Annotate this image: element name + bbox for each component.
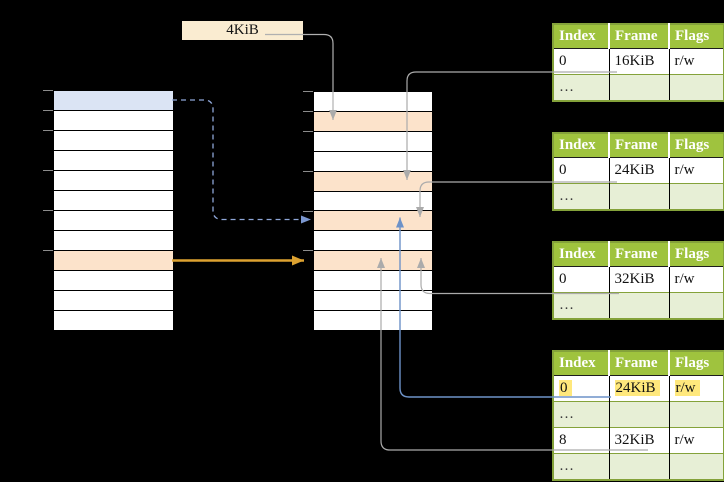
table-row: … (553, 183, 724, 210)
table-cell: 0 (553, 375, 610, 402)
table-row: … (553, 401, 724, 428)
virtual-address-tick (43, 90, 53, 91)
physical-address-tick (303, 110, 313, 112)
table-cell: 16KiB (609, 48, 670, 75)
highlighted-value: 24KiB (614, 380, 660, 396)
physical-row-1 (314, 92, 432, 112)
virtual-row-12 (54, 311, 173, 330)
table-row: … (553, 292, 724, 319)
virtual-address-tick (43, 110, 53, 111)
physical-address-tick (303, 210, 313, 212)
virtual-row-9 (54, 251, 173, 271)
virtual-address-tick (43, 130, 53, 131)
table-cell: r/w (669, 376, 724, 402)
virtual-row-4 (54, 151, 173, 171)
table-cell: … (553, 292, 610, 319)
column-header-frame: Frame (609, 133, 670, 158)
table-cell (609, 74, 670, 101)
table-cell (609, 292, 670, 319)
table-cell: r/w (674, 53, 695, 69)
table-cell: … (553, 401, 610, 428)
table-cell (669, 453, 724, 480)
physical-row-8 (314, 231, 432, 252)
highlighted-value: 0 (559, 380, 572, 396)
table-cell: … (553, 453, 610, 480)
virtual-row-6 (54, 191, 173, 211)
table-cell: 0 (553, 48, 610, 75)
virtual-row-11 (54, 291, 173, 311)
virtual-row-3 (54, 131, 173, 151)
physical-row-5 (314, 171, 432, 192)
column-header-index: Index (553, 242, 610, 267)
virtual-row-5 (54, 171, 173, 191)
column-header-frame: Frame (609, 242, 670, 267)
physical-memory-column (313, 91, 433, 331)
table-cell: r/w (674, 271, 695, 287)
arrow-virtual-blue-dashed (172, 99, 311, 224)
physical-address-tick (303, 170, 313, 172)
physical-address-tick (303, 91, 313, 92)
column-header-index: Index (553, 351, 610, 376)
table-cell (609, 401, 670, 428)
virtual-row-2 (54, 111, 173, 131)
virtual-address-tick (43, 170, 53, 171)
table-cell (669, 292, 724, 319)
table-cell: 24KiB (609, 375, 670, 402)
column-header-flags: Flags (669, 133, 724, 158)
table-cell (609, 183, 670, 210)
physical-row-12 (314, 310, 432, 330)
physical-row-10 (314, 271, 432, 292)
table-cell: r/w (669, 427, 724, 454)
table-cell: 32KiB (609, 266, 670, 293)
physical-address-tick (303, 130, 313, 132)
virtual-row-10 (54, 271, 173, 291)
highlighted-value: r/w (674, 380, 700, 396)
table-cell: … (553, 74, 610, 101)
virtual-row-7 (54, 211, 173, 231)
table-cell (669, 74, 724, 101)
physical-row-7 (314, 211, 432, 232)
table-cell: 8 (553, 427, 610, 454)
table-cell: 24KiB (609, 157, 670, 184)
physical-row-11 (314, 291, 432, 311)
column-header-frame: Frame (609, 351, 670, 376)
table-cell (669, 401, 724, 428)
physical-row-2 (314, 111, 432, 132)
virtual-memory-column (53, 90, 174, 331)
table-row: … (553, 453, 724, 480)
column-header-flags: Flags (669, 351, 724, 376)
table-cell: 32KiB (609, 427, 670, 454)
table-cell (609, 453, 670, 480)
column-header-flags: Flags (669, 24, 724, 49)
virtual-row-1 (54, 91, 173, 111)
table-cell: 0 (553, 157, 610, 184)
column-header-index: Index (553, 133, 610, 158)
physical-address-tick (303, 250, 313, 252)
physical-row-9 (314, 251, 432, 272)
table-row: 0 24KiB r/w (553, 375, 724, 402)
physical-row-4 (314, 151, 432, 172)
table-cell (669, 183, 724, 210)
page-size-label: 4KiB (182, 21, 303, 40)
column-header-flags: Flags (669, 242, 724, 267)
table-cell: … (553, 183, 610, 210)
virtual-row-8 (54, 231, 173, 251)
physical-row-6 (314, 191, 432, 212)
column-header-frame: Frame (609, 24, 670, 49)
table-cell: r/w (674, 162, 695, 178)
virtual-address-tick (43, 250, 53, 251)
table-cell: 0 (553, 266, 610, 293)
physical-row-3 (314, 131, 432, 152)
table-row: … (553, 74, 724, 101)
virtual-address-tick (43, 210, 53, 211)
column-header-index: Index (553, 24, 610, 49)
